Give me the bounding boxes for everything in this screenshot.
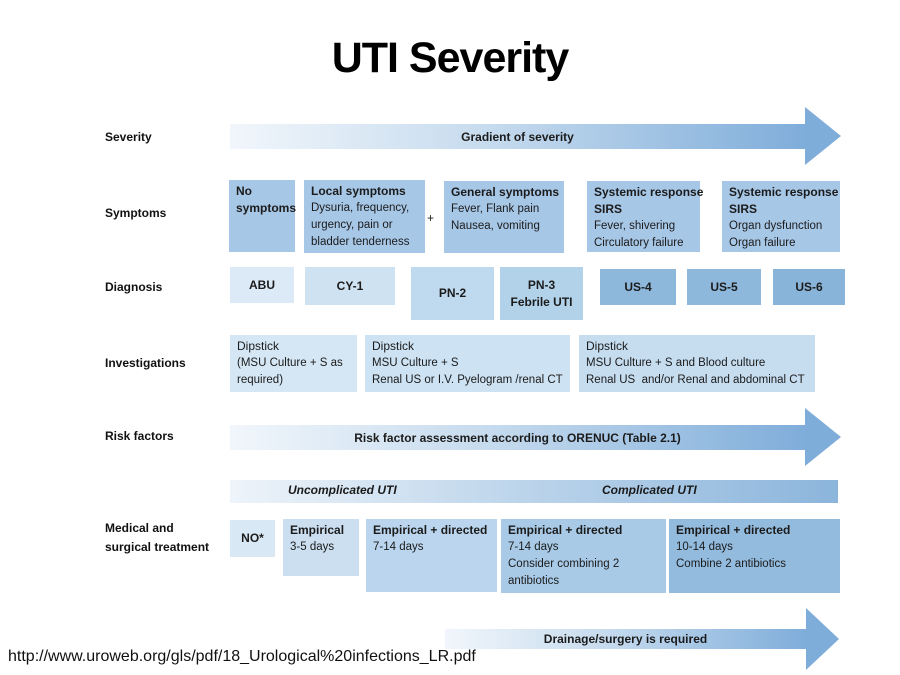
investigations-box-1-line: Dipstick: [237, 339, 280, 353]
row-label-treatment-line1: Medical and: [105, 521, 174, 535]
symptoms-box-local-line: Dysuria, frequency,: [311, 202, 410, 214]
investigations-box-2: Dipstick MSU Culture + S Renal US or I.V…: [365, 335, 570, 392]
symptoms-box-none: No symptoms: [229, 180, 297, 252]
treatment-box-consider-line: antibiotics: [508, 575, 560, 587]
investigations-box-1-line: required): [237, 374, 284, 386]
drainage-surgery-arrow: Drainage/surgery is required: [445, 629, 806, 649]
investigations-box-3-line: Renal US and/or Renal and abdominal CT: [586, 374, 805, 386]
diagnosis-box-us6: US-6: [773, 269, 845, 305]
treatment-box-combine-line: Combine 2 antibiotics: [676, 558, 786, 570]
severity-arrow-head-icon: [805, 107, 841, 165]
symptoms-box-local: Local symptoms Dysuria, frequency, urgen…: [304, 180, 425, 253]
row-label-symptoms: Symptoms: [105, 206, 167, 220]
treatment-box-consider-line: Consider combining 2: [508, 558, 620, 570]
symptoms-box-local-line: bladder tenderness: [311, 236, 410, 248]
row-label-treatment-line2: surgical treatment: [105, 540, 210, 554]
diagnosis-box-pn3: PN-3 Febrile UTI: [500, 267, 583, 320]
diagnosis-box-pn3-line1: PN-3: [527, 277, 556, 292]
treatment-box-empirical-line: 3-5 days: [290, 541, 335, 553]
page-title: UTI Severity: [331, 34, 570, 82]
diagnosis-box-abu: ABU: [230, 267, 294, 303]
treatment-box-empirical-directed-combine-consider: Empirical + directed 7-14 days Consider …: [501, 519, 666, 593]
drainage-arrow-head-icon: [806, 608, 839, 670]
symptoms-box-organ-failure: Systemic response SIRS Organ dysfunction…: [722, 181, 840, 252]
treatment-box-empirical-directed-combine: Empirical + directed 10-14 days Combine …: [669, 519, 840, 593]
treatment-box-combine-line: 10-14 days: [676, 541, 733, 553]
diagnosis-box-pn2: PN-2: [411, 267, 494, 320]
symptoms-box-organ-line: Organ failure: [729, 237, 796, 249]
band-complicated-label: Complicated UTI: [602, 483, 697, 497]
symptoms-box-local-title: Local symptoms: [311, 184, 406, 198]
plus-sign: +: [427, 211, 435, 225]
investigations-box-1: Dipstick (MSU Culture + S as required): [230, 335, 357, 392]
symptoms-box-local-line: urgency, pain or: [311, 219, 393, 231]
uti-classification-band: Uncomplicated UTI Complicated UTI: [230, 480, 838, 503]
risk-arrow-label: Risk factor assessment according to OREN…: [354, 430, 681, 445]
symptoms-box-general-title: General symptoms: [451, 185, 560, 199]
diagnosis-box-us5: US-5: [687, 269, 761, 305]
symptoms-box-systemic-line: Circulatory failure: [594, 237, 684, 249]
source-url: http://www.uroweb.org/gls/pdf/18_Urologi…: [8, 648, 476, 665]
row-label-investigations: Investigations: [105, 356, 186, 370]
risk-arrow-head-icon: [805, 408, 841, 466]
severity-arrow-label: Gradient of severity: [461, 129, 574, 144]
treatment-box-empirical-directed-short: Empirical + directed 7-14 days: [366, 519, 497, 592]
treatment-box-empirical: Empirical 3-5 days: [283, 519, 359, 576]
symptoms-box-general-line: Fever, Flank pain: [451, 203, 540, 215]
treatment-box-consider-line: 7-14 days: [508, 541, 559, 553]
symptoms-box-organ-title: Systemic response: [729, 185, 839, 199]
investigations-box-2-line: Dipstick: [372, 339, 415, 353]
investigations-box-3-line: MSU Culture + S and Blood culture: [586, 357, 766, 369]
severity-gradient-arrow: Gradient of severity: [230, 124, 805, 149]
investigations-box-2-line: Renal US or I.V. Pyelogram /renal CT: [372, 374, 563, 386]
treatment-box-consider-title: Empirical + directed: [508, 523, 623, 537]
treatment-box-combine-title: Empirical + directed: [676, 523, 791, 537]
risk-assessment-arrow: Risk factor assessment according to OREN…: [230, 425, 805, 450]
row-label-diagnosis: Diagnosis: [105, 280, 163, 294]
band-uncomplicated-label: Uncomplicated UTI: [288, 483, 397, 497]
symptoms-box-general: General symptoms Fever, Flank pain Nause…: [444, 181, 564, 253]
diagnosis-box-cy1: CY-1: [305, 267, 395, 305]
symptoms-box-organ-line: Organ dysfunction: [729, 220, 823, 232]
symptoms-box-systemic-sirs: Systemic response SIRS Fever, shivering …: [587, 181, 704, 252]
treatment-box-empirical-title: Empirical: [290, 523, 345, 537]
treatment-box-directed-short-title: Empirical + directed: [373, 523, 488, 537]
drainage-arrow-label: Drainage/surgery is required: [543, 632, 708, 646]
row-label-risk-factors: Risk factors: [105, 429, 174, 443]
investigations-box-2-line: MSU Culture + S: [372, 357, 459, 369]
row-label-severity: Severity: [105, 130, 152, 144]
symptoms-box-organ-subtitle: SIRS: [729, 202, 758, 216]
investigations-box-3-line: Dipstick: [586, 339, 629, 353]
investigations-box-1-line: (MSU Culture + S as: [237, 357, 343, 369]
treatment-box-no: NO*: [230, 520, 275, 557]
symptoms-box-systemic-subtitle: SIRS: [594, 202, 623, 216]
diagnosis-box-us4: US-4: [600, 269, 676, 305]
symptoms-box-general-line: Nausea, vomiting: [451, 220, 540, 232]
investigations-box-3: Dipstick MSU Culture + S and Blood cultu…: [579, 335, 815, 392]
symptoms-box-none-title: No symptoms: [236, 184, 297, 215]
treatment-box-directed-short-line: 7-14 days: [373, 541, 424, 553]
symptoms-box-systemic-line: Fever, shivering: [594, 220, 676, 232]
symptoms-box-systemic-title: Systemic response: [594, 185, 704, 199]
diagnosis-box-pn3-line2: Febrile UTI: [510, 294, 573, 309]
